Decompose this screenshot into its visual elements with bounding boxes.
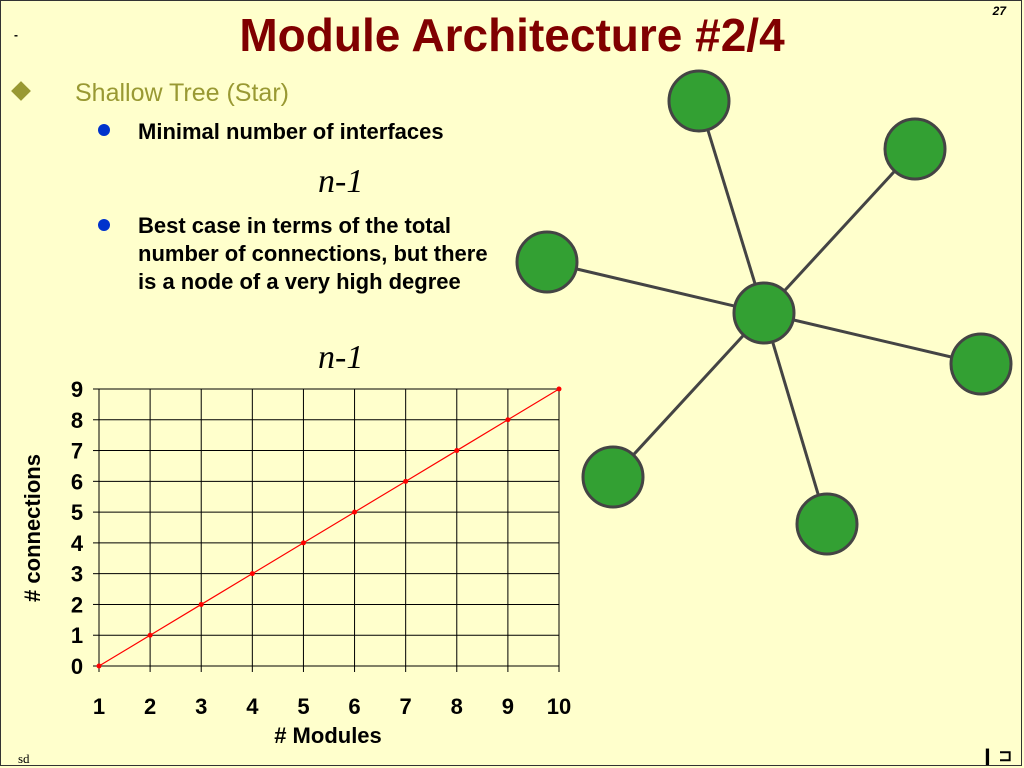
y-tick-label: 4: [71, 531, 84, 556]
x-tick-label: 6: [348, 694, 360, 719]
y-tick-label: 5: [71, 500, 83, 525]
bullet-level1: Shallow Tree (Star): [75, 79, 289, 107]
x-tick-label: 7: [400, 694, 412, 719]
data-point: [352, 509, 358, 515]
y-tick-label: 0: [71, 654, 83, 679]
y-tick-labels: 0 1 2 3 4 5 6 7 8 9: [71, 377, 84, 679]
formula-connections: n-1: [318, 339, 364, 376]
slide-title: Module Architecture #2/4: [239, 9, 785, 61]
x-tick-label: 9: [502, 694, 514, 719]
data-point: [556, 386, 562, 392]
chart-grid: [93, 388, 560, 672]
y-axis-label: # connections: [20, 454, 45, 602]
star-leaf-node: [515, 230, 579, 294]
bullet-item-interfaces: Minimal number of interfaces: [138, 119, 444, 144]
series-line: [98, 388, 560, 667]
formula-interfaces: n-1: [318, 163, 364, 200]
data-point: [96, 663, 102, 669]
x-tick-label: 2: [144, 694, 156, 719]
y-tick-label: 2: [71, 592, 83, 617]
y-tick-label: 1: [71, 623, 83, 648]
star-leaf-node: [667, 69, 731, 133]
y-tick-label: 8: [71, 408, 83, 433]
data-point: [454, 448, 460, 454]
y-tick-label: 3: [71, 562, 83, 587]
star-graph: [515, 69, 1013, 556]
data-point: [249, 571, 255, 577]
x-tick-labels: 1 2 3 4 5 6 7 8 9 10: [93, 694, 571, 719]
star-hub-node: [732, 281, 796, 345]
footer-right-mark: ❙ ⊐: [980, 748, 1012, 765]
x-tick-label: 10: [547, 694, 571, 719]
data-point: [505, 417, 511, 423]
bullet-dot-icon: [98, 219, 110, 231]
bullet-dot-icon: [98, 124, 110, 136]
y-tick-label: 7: [71, 439, 83, 464]
x-tick-label: 3: [195, 694, 207, 719]
slide-number: 27: [992, 4, 1006, 18]
x-axis-label: # Modules: [274, 723, 382, 748]
x-tick-label: 4: [246, 694, 259, 719]
bullet-item-connections: Best case in terms of the total number o…: [138, 213, 488, 294]
data-point: [403, 478, 409, 484]
series-points: [96, 386, 562, 669]
star-leaf-node: [795, 492, 859, 556]
y-tick-label: 9: [71, 377, 83, 402]
star-leaf-node: [949, 332, 1013, 396]
star-leaf-node: [581, 445, 645, 509]
corner-mark: -: [14, 28, 18, 42]
data-point: [300, 540, 306, 546]
y-tick-label: 6: [71, 469, 83, 494]
x-tick-label: 8: [451, 694, 463, 719]
x-tick-label: 5: [297, 694, 309, 719]
data-point: [198, 601, 204, 607]
x-tick-label: 1: [93, 694, 105, 719]
data-point: [147, 632, 153, 638]
star-leaf-node: [883, 117, 947, 181]
footer-left: sd: [18, 751, 30, 766]
